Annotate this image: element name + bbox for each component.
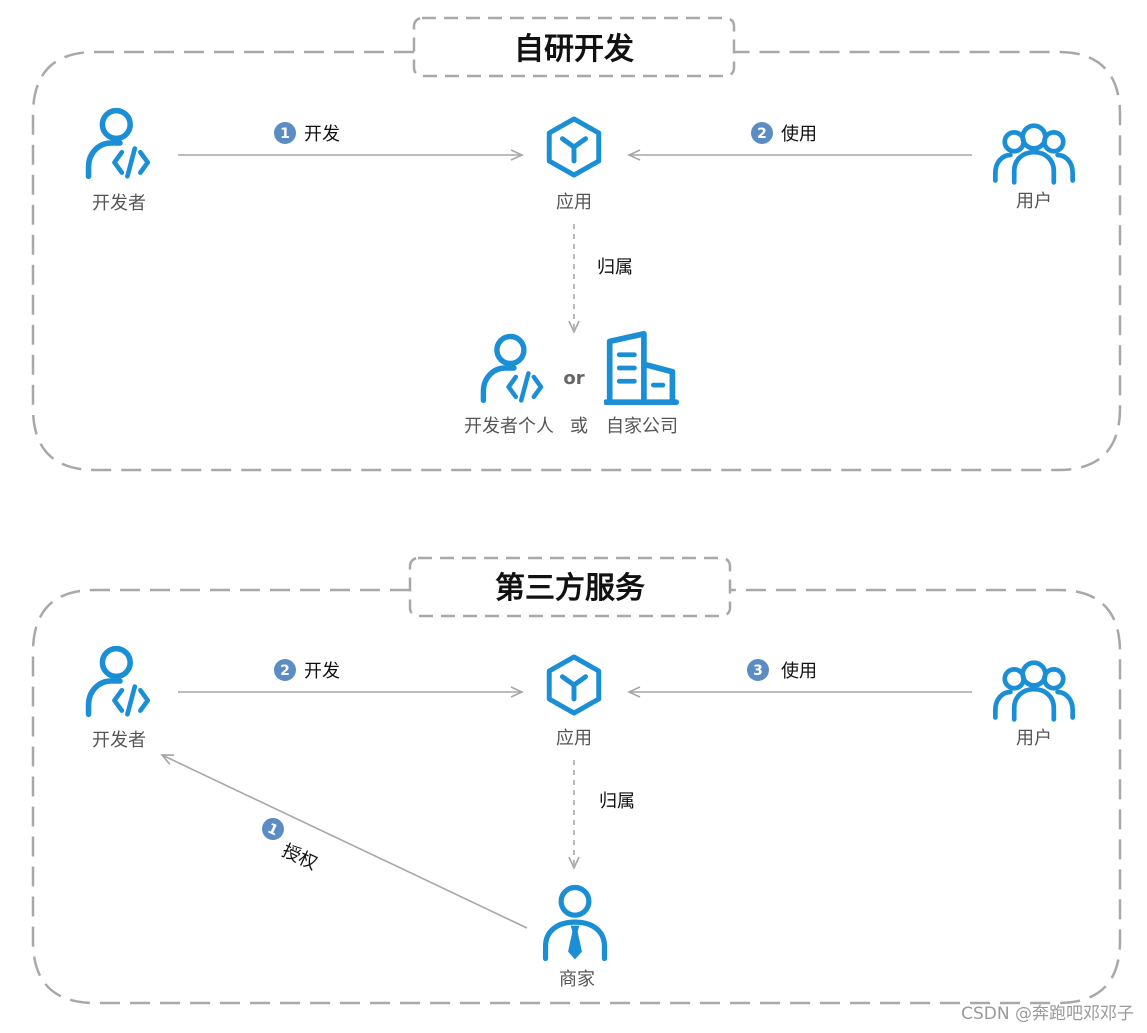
or-text: or	[563, 368, 584, 389]
owner-node: or 开发者个人 或 自家公司	[464, 334, 678, 437]
step-badge-number: 2	[280, 663, 290, 679]
building-icon	[606, 334, 676, 402]
users-group-icon	[995, 126, 1072, 183]
step-badge	[747, 659, 769, 681]
user-label: 用户	[1016, 191, 1052, 212]
user-node: 用户	[995, 126, 1072, 212]
edge-belong: 归属	[568, 224, 633, 334]
develop-label: 开发	[304, 124, 340, 145]
use-label: 使用	[781, 124, 817, 145]
step-badge-number: 1	[280, 126, 290, 142]
authorize-label: 授权	[279, 840, 321, 874]
edge-belong: 归属	[568, 760, 635, 870]
owner-label-or: 或	[570, 416, 588, 437]
developer-label: 开发者	[92, 730, 146, 751]
app-node: 应用	[549, 119, 599, 213]
developer-code-icon	[483, 337, 541, 401]
developer-node: 开发者	[89, 111, 148, 214]
merchant-tie-icon	[546, 887, 605, 959]
step-badge-number: 2	[757, 126, 767, 142]
user-label: 用户	[1016, 728, 1052, 749]
use-label: 使用	[781, 661, 817, 682]
step-badge	[274, 659, 296, 681]
developer-code-icon	[89, 111, 148, 177]
watermark: CSDN @奔跑吧邓邓子	[961, 1004, 1134, 1024]
belong-label: 归属	[599, 791, 635, 812]
section-third-party: 第三方服务 开发者 应用 用户 商家 2 开发	[31, 556, 1122, 1005]
edge-authorize: 1 授权	[160, 754, 528, 929]
step-badge-number: 3	[753, 663, 763, 679]
user-node: 用户	[995, 663, 1072, 749]
develop-label: 开发	[304, 661, 340, 682]
merchant-label: 商家	[559, 969, 595, 990]
edge-use: 3 使用	[627, 659, 972, 698]
edge-use: 2 使用	[627, 122, 972, 161]
section-title: 自研开发	[514, 32, 634, 67]
developer-code-icon	[89, 649, 148, 715]
merchant-node: 商家	[546, 887, 605, 990]
edge-develop: 2 开发	[178, 659, 524, 698]
edge-develop: 1 开发	[178, 122, 524, 161]
users-group-icon	[995, 663, 1072, 720]
step-badge	[274, 122, 296, 144]
developer-node: 开发者	[89, 649, 148, 751]
app-cube-icon	[549, 119, 599, 175]
app-cube-icon	[549, 657, 599, 713]
section-border	[31, 50, 1122, 472]
section-title-box	[408, 556, 732, 618]
section-title-box	[412, 16, 736, 78]
section-self-developed: 自研开发 开发者 应用 用户 1 开发 2 使用	[31, 16, 1122, 472]
authorize-arrow	[160, 754, 528, 929]
step-badge	[751, 122, 773, 144]
developer-label: 开发者	[92, 193, 146, 214]
step-badge	[262, 818, 284, 840]
owner-label-left: 开发者个人	[464, 416, 554, 437]
app-label: 应用	[556, 192, 592, 213]
section-title: 第三方服务	[495, 571, 645, 606]
owner-label-right: 自家公司	[606, 416, 678, 437]
app-node: 应用	[549, 657, 599, 749]
belong-label: 归属	[597, 257, 633, 278]
section-border	[31, 588, 1122, 1005]
app-label: 应用	[556, 728, 592, 749]
